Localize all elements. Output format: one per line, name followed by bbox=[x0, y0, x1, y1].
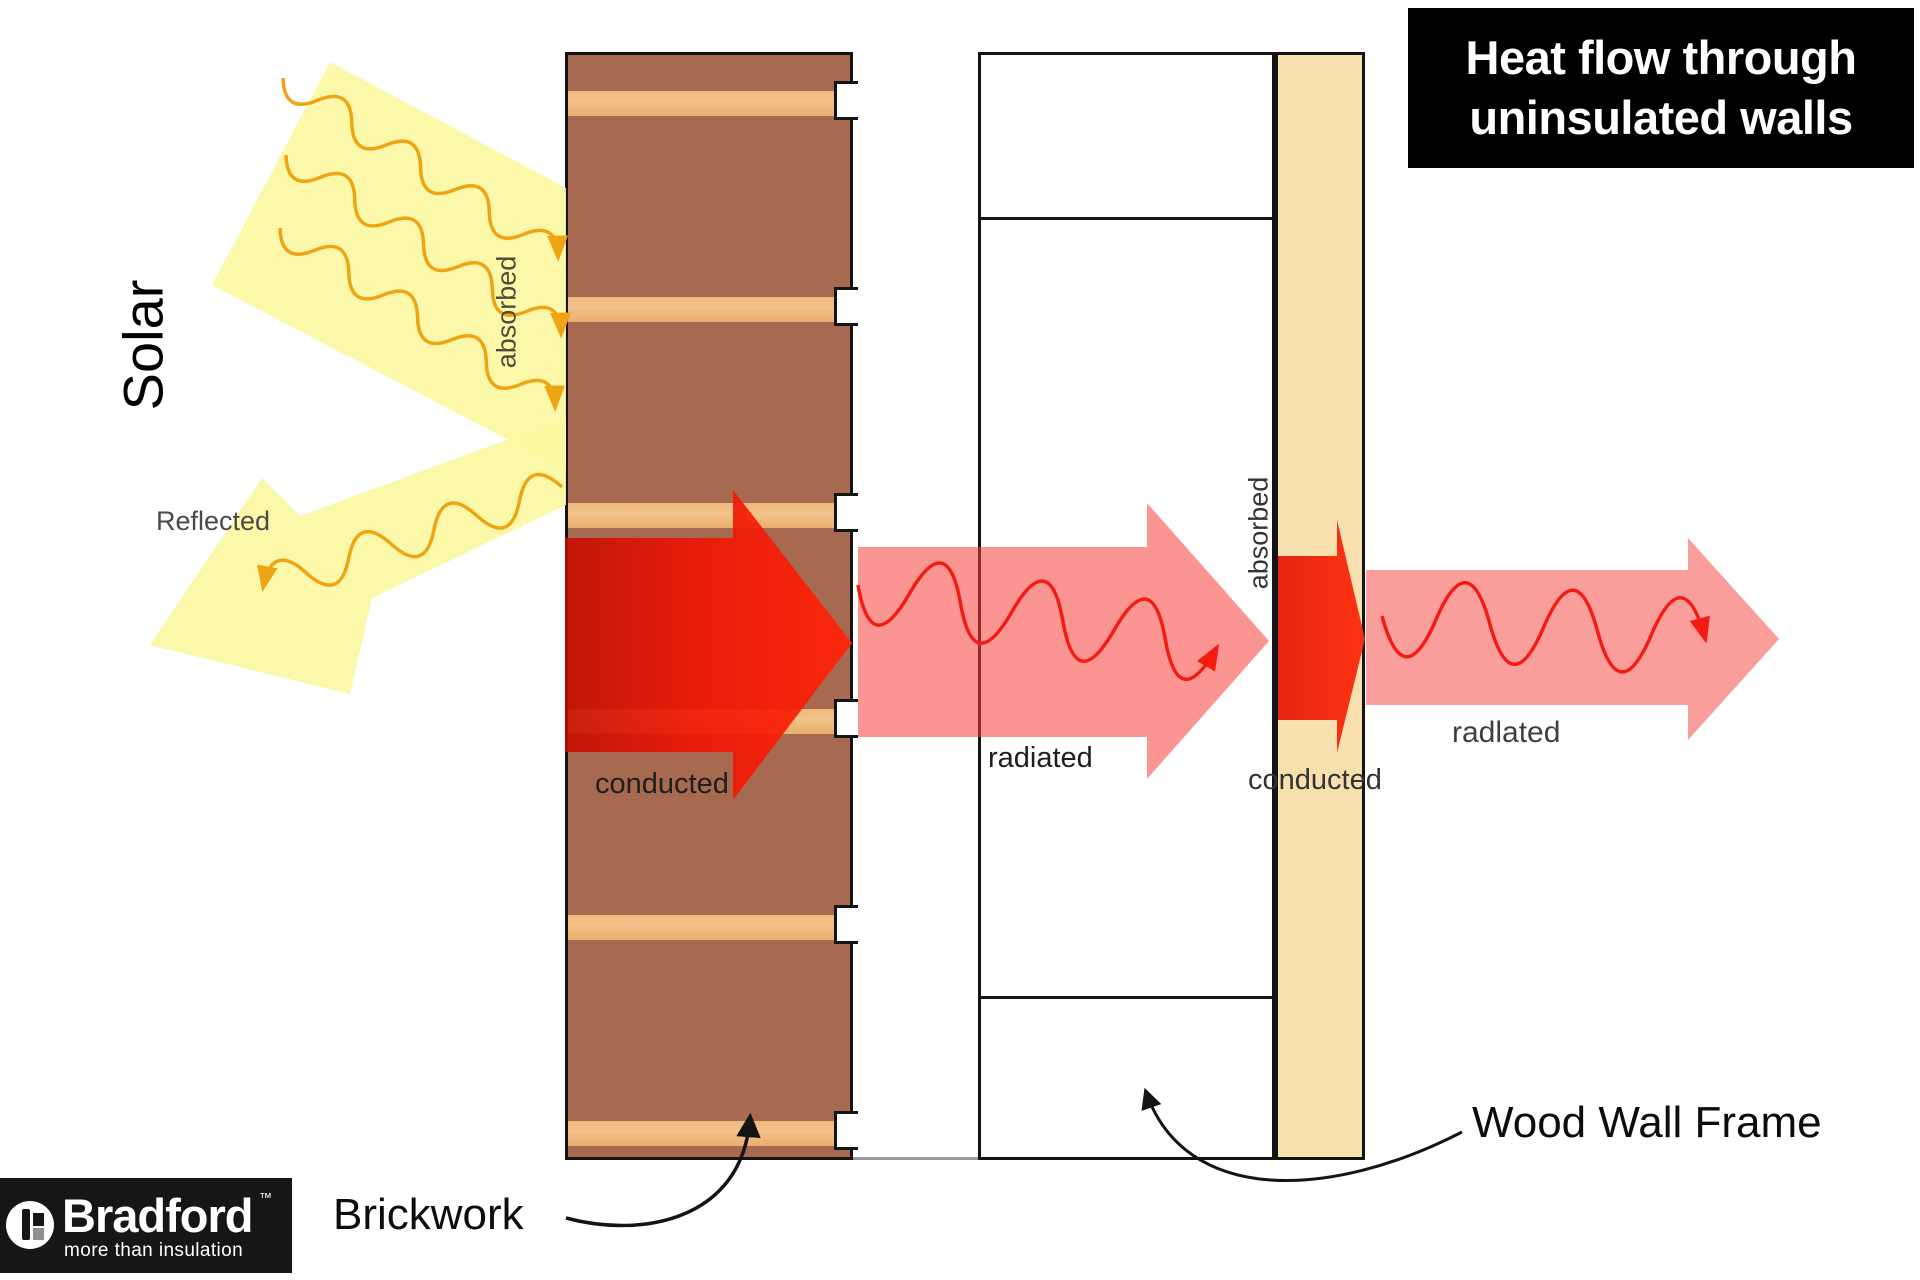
logo-b-stem bbox=[22, 1209, 30, 1240]
mortar-joint-notch bbox=[834, 287, 858, 326]
mortar-joint-notch bbox=[834, 81, 858, 120]
absorbed-brick-label: absorbed bbox=[491, 255, 522, 369]
radiated-heat-wave-interior bbox=[1380, 581, 1710, 674]
wood-top-plate-line bbox=[978, 217, 1275, 220]
mortar-joint-notch bbox=[834, 493, 858, 532]
title-line-2: uninsulated walls bbox=[1469, 91, 1853, 144]
mortar-joint-notch bbox=[834, 699, 858, 738]
radiated-cavity-label: radiated bbox=[988, 742, 1093, 774]
bradford-logo-mark-icon bbox=[6, 1201, 54, 1249]
solar-ray-wave-1 bbox=[281, 77, 569, 262]
radiated-heat-arrow-interior bbox=[1366, 538, 1779, 740]
solar-label: Solar bbox=[111, 279, 175, 411]
conducted-brick-label: conducted bbox=[595, 768, 729, 800]
logo-trademark: ™ bbox=[259, 1190, 272, 1205]
logo-b-upper-block bbox=[33, 1213, 44, 1226]
reflected-label: Reflected bbox=[156, 506, 271, 536]
mortar-joint-notch bbox=[834, 905, 858, 944]
plasterboard-lining bbox=[1275, 52, 1365, 1160]
reflected-ray-wave bbox=[256, 472, 564, 593]
logo-b-lower-block bbox=[33, 1228, 44, 1240]
bradford-logo: Bradford ™ more than insulation bbox=[0, 1178, 292, 1273]
title-banner: Heat flow through uninsulated walls bbox=[1408, 8, 1914, 168]
brick-wall bbox=[565, 52, 853, 1160]
cavity-floor-line bbox=[853, 1157, 983, 1160]
wood-wall-frame-callout-label: Wood Wall Frame bbox=[1472, 1098, 1822, 1147]
wood-bottom-plate-line bbox=[978, 996, 1275, 999]
logo-brand-name: Bradford bbox=[62, 1189, 253, 1242]
conducted-plasterboard-label: conducted bbox=[1248, 764, 1382, 796]
radiated-interior-label: radlated bbox=[1452, 716, 1561, 749]
solar-reflected-beam-arrow bbox=[150, 418, 566, 694]
title-line-1: Heat flow through bbox=[1465, 30, 1857, 84]
solar-ray-wave-2 bbox=[284, 154, 572, 339]
brickwork-callout-label: Brickwork bbox=[333, 1190, 524, 1239]
logo-tagline: more than insulation bbox=[64, 1240, 244, 1261]
mortar-joint-notch bbox=[834, 1111, 858, 1150]
absorbed-wood-label: absorbed bbox=[1243, 476, 1274, 590]
